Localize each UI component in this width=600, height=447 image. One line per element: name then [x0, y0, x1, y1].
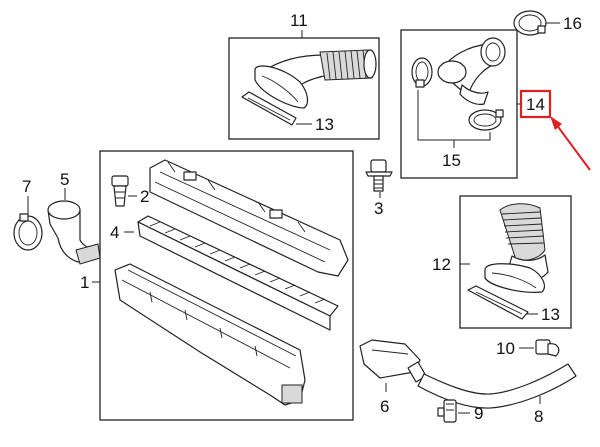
clamp-part-7 [13, 213, 43, 251]
callout-3: 3 [374, 199, 383, 218]
inlet-duct-part-5 [47, 200, 101, 265]
connector-tube-part-14 [437, 37, 506, 105]
callout-12: 12 [432, 255, 451, 274]
clip-part-10 [535, 339, 560, 357]
highlight-arrow-head [550, 116, 562, 130]
highlight-arrow [555, 123, 591, 171]
callout-1: 1 [80, 273, 89, 292]
callout-7: 7 [22, 177, 31, 196]
hose-part-8 [417, 363, 577, 409]
resonator-hose-part-12 [484, 203, 549, 293]
callout-13b: 13 [541, 305, 560, 324]
callout-2: 2 [140, 187, 149, 206]
outlet-duct-part-6 [359, 339, 427, 383]
group-box-12 [459, 195, 572, 329]
air-box-cover [149, 159, 349, 277]
callout-10: 10 [496, 339, 515, 358]
fastener-part-2 [111, 175, 129, 207]
callout-5: 5 [60, 170, 69, 189]
callout-16: 16 [563, 14, 582, 33]
intake-hose-part-11 [254, 49, 377, 109]
callout-15: 15 [442, 151, 461, 170]
callout-6: 6 [380, 397, 389, 416]
clamp-part-16 [513, 10, 547, 36]
gasket-part-13b [467, 285, 529, 320]
callout-14: 14 [526, 95, 545, 114]
callout-4: 4 [110, 223, 119, 242]
highlight-box-14 [519, 89, 552, 119]
air-box-housing [114, 263, 306, 406]
group-box-1 [99, 150, 354, 421]
callout-8: 8 [534, 407, 543, 426]
clamp-part-15-left [411, 57, 433, 88]
callout-11: 11 [290, 11, 308, 30]
clamp-part-15-right [468, 109, 504, 131]
gasket-part-13a [241, 91, 297, 126]
bolt-part-3 [365, 159, 393, 192]
group-box-11 [228, 37, 380, 140]
callout-13a: 13 [315, 115, 334, 134]
callout-9: 9 [474, 404, 483, 423]
air-filter-part-4 [137, 215, 339, 331]
sensor-part-9 [437, 399, 457, 423]
